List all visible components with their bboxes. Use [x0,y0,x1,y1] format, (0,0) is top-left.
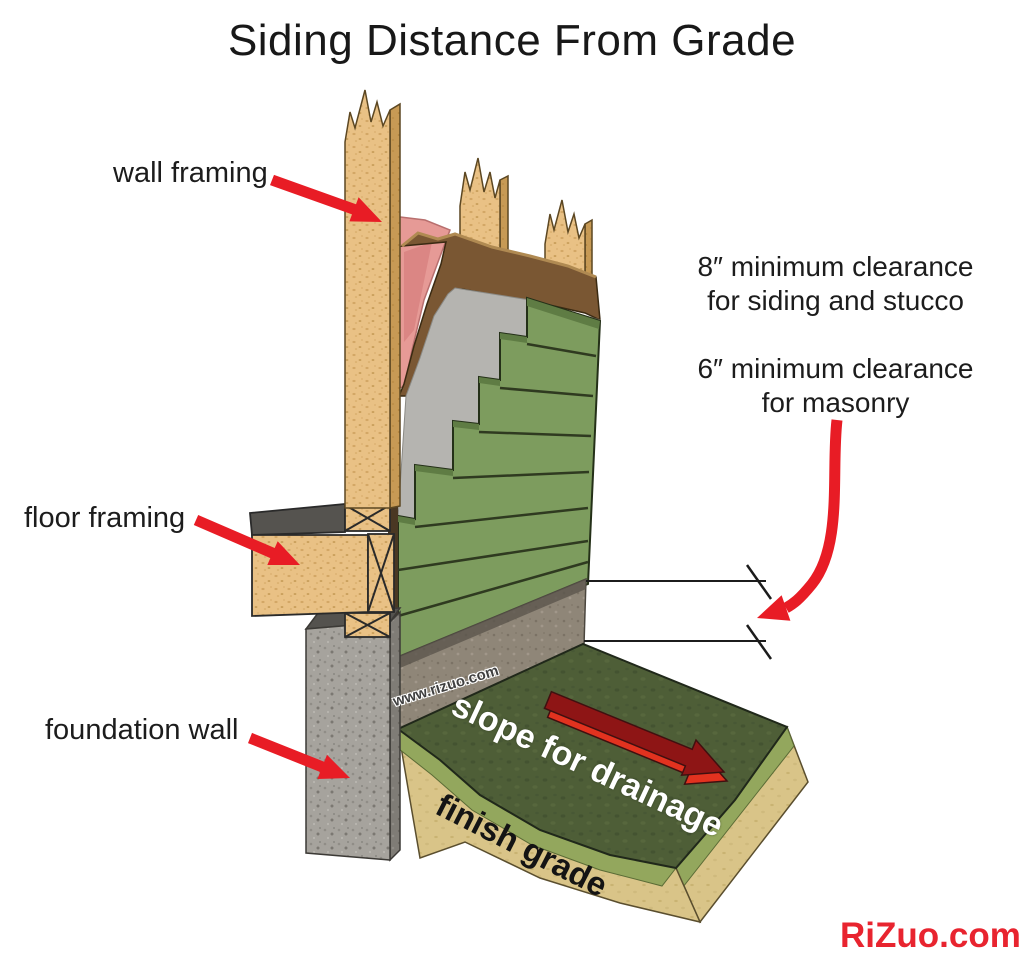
label-arrow-floor-framing [193,515,300,565]
subfloor-edge [249,503,346,536]
note-clearance-siding-line1: 8″ minimum clearance [697,251,974,282]
rim-joist [367,533,395,613]
note-clearance-masonry-line2: for masonry [761,387,910,418]
foundation-wall-illustration [304,607,402,862]
wall-stud-tall [344,89,401,509]
ground-block [393,642,809,924]
drainage-arrow [543,690,729,786]
sill-plate-block [344,612,391,638]
label-floor-framing: floor framing [24,502,186,534]
label-arrow-foundation-wall [248,732,350,779]
siding-lap-lines [397,342,597,618]
label-foundation-wall: foundation wall [45,714,239,746]
brand-logo-text: RiZuo.com [840,916,1021,955]
note-clearance-masonry: 6″ minimum clearance for masonry [663,352,1008,420]
note-clearance-masonry-line1: 6″ minimum clearance [697,353,974,384]
note-clearance-siding-line2: for siding and stucco [707,285,964,316]
label-arrow-wall-framing [270,174,382,222]
page-title: Siding Distance From Grade [227,16,797,65]
dimension-tick-lower [745,624,773,660]
lap-siding [397,296,602,664]
label-wall-framing: wall framing [113,157,268,189]
dimension-lines [584,564,773,660]
top-plate-block [344,504,391,532]
dimension-tick-upper [745,564,773,600]
note-clearance-siding: 8″ minimum clearance for siding and stuc… [663,250,1008,318]
clearance-arrow [757,419,843,621]
